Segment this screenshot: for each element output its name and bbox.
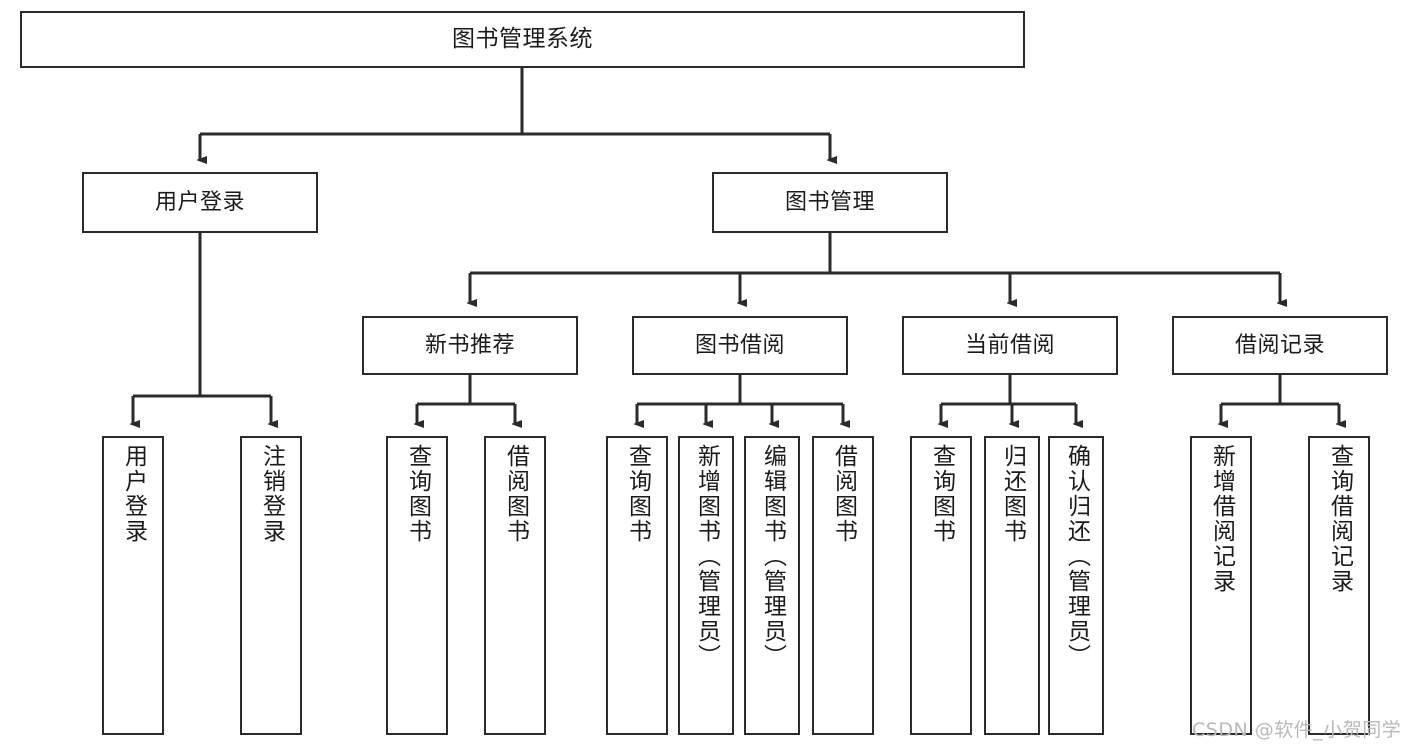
leaf-node[interactable]: 查询图书 (386, 436, 448, 735)
node-borrow-record[interactable]: 借阅记录 (1172, 316, 1388, 375)
leaf-node-label: 确认归还（管理员） (1063, 444, 1090, 669)
leaf-node[interactable]: 注销登录 (240, 436, 302, 735)
node-root[interactable]: 图书管理系统 (20, 11, 1025, 68)
node-user-login-label: 用户登录 (154, 189, 245, 215)
leaf-node[interactable]: 归还图书 (984, 436, 1040, 735)
leaf-node[interactable]: 确认归还（管理员） (1048, 436, 1104, 735)
node-new-book-recommend[interactable]: 新书推荐 (362, 316, 578, 375)
leaf-node[interactable]: 借阅图书 (812, 436, 874, 735)
node-root-label: 图书管理系统 (452, 25, 593, 52)
leaf-node[interactable]: 新增图书（管理员） (678, 436, 734, 735)
csdn-watermark: CSDN @软件_小贺同学 (1192, 719, 1402, 741)
leaf-node-label: 新增图书（管理员） (693, 444, 720, 669)
leaf-node[interactable]: 查询借阅记录 (1308, 436, 1370, 735)
leaf-node-label: 用户登录 (120, 444, 147, 544)
node-new-book-recommend-label: 新书推荐 (424, 332, 515, 358)
leaf-node[interactable]: 用户登录 (102, 436, 164, 735)
leaf-node-label: 查询图书 (624, 444, 651, 544)
leaf-node[interactable]: 新增借阅记录 (1190, 436, 1252, 735)
leaf-node[interactable]: 编辑图书（管理员） (744, 436, 800, 735)
leaf-node-label: 查询图书 (928, 444, 955, 544)
leaf-node-label: 编辑图书（管理员） (759, 444, 786, 669)
node-current-borrow[interactable]: 当前借阅 (902, 316, 1118, 375)
node-book-management-label: 图书管理 (784, 189, 875, 215)
node-book-borrow-label: 图书借阅 (694, 332, 785, 358)
leaf-node-label: 查询借阅记录 (1326, 444, 1353, 594)
node-book-borrow[interactable]: 图书借阅 (632, 316, 848, 375)
node-book-management[interactable]: 图书管理 (712, 172, 948, 233)
leaf-node[interactable]: 查询图书 (910, 436, 972, 735)
leaf-node[interactable]: 查询图书 (606, 436, 668, 735)
leaf-node-label: 借阅图书 (502, 444, 529, 544)
node-current-borrow-label: 当前借阅 (964, 332, 1055, 358)
node-borrow-record-label: 借阅记录 (1234, 332, 1325, 358)
leaf-node-label: 注销登录 (258, 444, 285, 544)
node-user-login[interactable]: 用户登录 (82, 172, 318, 233)
leaf-node-label: 归还图书 (999, 444, 1026, 544)
leaf-node-label: 查询图书 (404, 444, 431, 544)
leaf-node[interactable]: 借阅图书 (484, 436, 546, 735)
leaf-node-label: 新增借阅记录 (1208, 444, 1235, 594)
leaf-node-label: 借阅图书 (830, 444, 857, 544)
